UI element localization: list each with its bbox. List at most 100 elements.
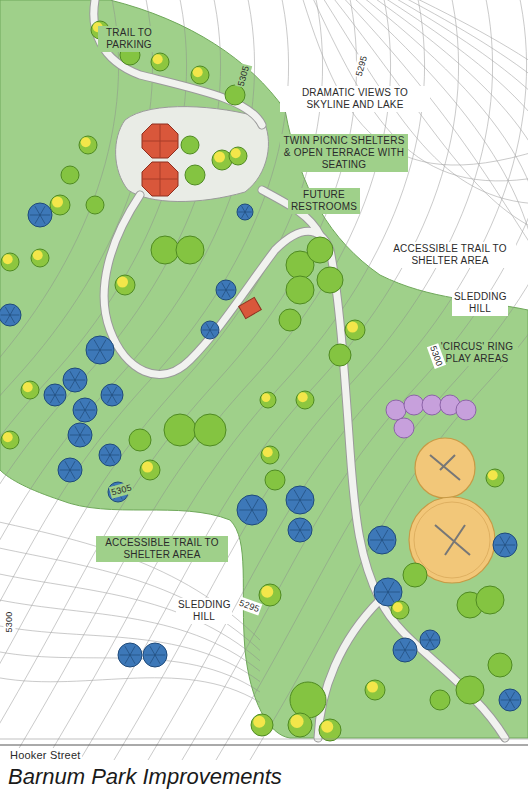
- tree: [422, 395, 442, 415]
- tree-branch: [501, 700, 510, 701]
- tree-branch: [88, 350, 100, 351]
- tree-branch: [226, 290, 230, 297]
- tree-branch: [155, 655, 165, 656]
- tree: [499, 689, 521, 711]
- tree-branch: [245, 212, 248, 218]
- street-name: Hooker Street: [8, 748, 82, 762]
- tree-branch: [155, 646, 160, 655]
- tree-branch: [294, 500, 300, 510]
- tree-branch: [112, 395, 117, 403]
- tree-branch: [94, 350, 100, 360]
- tree-highlight: [33, 250, 43, 260]
- tree-branch: [426, 633, 430, 640]
- tree: [456, 676, 484, 704]
- park-lawn: [0, 0, 528, 738]
- tree-branch: [388, 592, 394, 602]
- tree-branch: [510, 700, 519, 701]
- tree-branch: [426, 640, 430, 647]
- tree: [393, 638, 417, 662]
- tree-branch: [238, 212, 245, 213]
- tree-branch: [107, 387, 112, 395]
- picnic-shelters: [142, 124, 178, 196]
- terrace: [116, 107, 269, 202]
- tree-branch: [130, 646, 135, 655]
- tree-branch: [382, 592, 388, 602]
- tree-branch: [65, 380, 75, 381]
- tree: [44, 384, 66, 406]
- tree-branch: [55, 395, 64, 396]
- tree-branch: [100, 340, 106, 350]
- tree: [403, 563, 427, 587]
- tree: [21, 381, 39, 399]
- tree: [176, 236, 204, 264]
- tree: [185, 165, 205, 185]
- trails: [94, 0, 505, 738]
- tree-branch: [105, 455, 110, 463]
- tree: [63, 368, 87, 392]
- tree: [68, 423, 92, 447]
- tree-branch: [35, 215, 40, 224]
- tree: [191, 66, 209, 84]
- tree-branch: [245, 206, 248, 212]
- tree-branch: [376, 540, 382, 550]
- tree-branch: [55, 387, 60, 395]
- tree-branch: [239, 510, 252, 511]
- tree-branch: [40, 215, 50, 216]
- tree-branch: [295, 521, 300, 530]
- tree-branch: [294, 490, 300, 500]
- tree: [115, 275, 135, 295]
- tree-branch: [46, 395, 55, 396]
- tree-branch: [300, 500, 306, 510]
- tree-highlight: [393, 602, 403, 612]
- tree: [365, 680, 385, 700]
- tree-highlight: [52, 197, 63, 208]
- tree: [286, 276, 314, 304]
- tree-branch: [110, 455, 119, 456]
- tree-branch: [252, 510, 265, 511]
- tree-branch: [382, 540, 394, 541]
- tree: [50, 195, 70, 215]
- tree: [345, 320, 365, 340]
- tree-highlight: [23, 382, 33, 392]
- tree-branch: [300, 521, 305, 530]
- tree-branch: [222, 283, 226, 290]
- tree-branch: [430, 640, 434, 647]
- tree: [118, 643, 142, 667]
- street-edge: [0, 745, 528, 746]
- tree-branch: [70, 435, 80, 436]
- tree: [394, 418, 414, 438]
- tree-branch: [252, 510, 258, 521]
- tree: [391, 601, 409, 619]
- tree-branch: [80, 426, 85, 435]
- tree-branch: [65, 461, 70, 470]
- tree-branch: [94, 340, 100, 350]
- tree: [430, 690, 450, 710]
- tree: [181, 136, 199, 154]
- tree-highlight: [263, 447, 273, 457]
- tree-branch: [388, 592, 400, 593]
- tree-branch: [1, 315, 10, 316]
- tree-branch: [246, 510, 252, 521]
- tree-branch: [35, 206, 40, 215]
- tree-branch: [85, 410, 95, 411]
- tree-branch: [500, 545, 505, 554]
- contour-elevation: 5295: [353, 53, 370, 78]
- tree-highlight: [290, 715, 303, 728]
- tree-branch: [382, 540, 388, 550]
- tree-branch: [242, 206, 245, 212]
- plan-note: DRAMATIC VIEWS TO SKYLINE AND LAKE: [280, 86, 430, 112]
- tree-branch: [242, 212, 245, 218]
- tree-branch: [145, 655, 155, 656]
- tree-highlight: [253, 716, 265, 728]
- tree-branch: [75, 380, 80, 389]
- tree-branch: [112, 387, 117, 395]
- tree-branch: [85, 401, 90, 410]
- tree-branch: [290, 530, 300, 531]
- tree: [404, 395, 424, 415]
- tree-branch: [382, 530, 388, 540]
- tree: [288, 518, 312, 542]
- tree-branch: [388, 582, 394, 592]
- tree-branch: [100, 350, 106, 360]
- tree-highlight: [117, 277, 128, 288]
- tree: [1, 431, 19, 449]
